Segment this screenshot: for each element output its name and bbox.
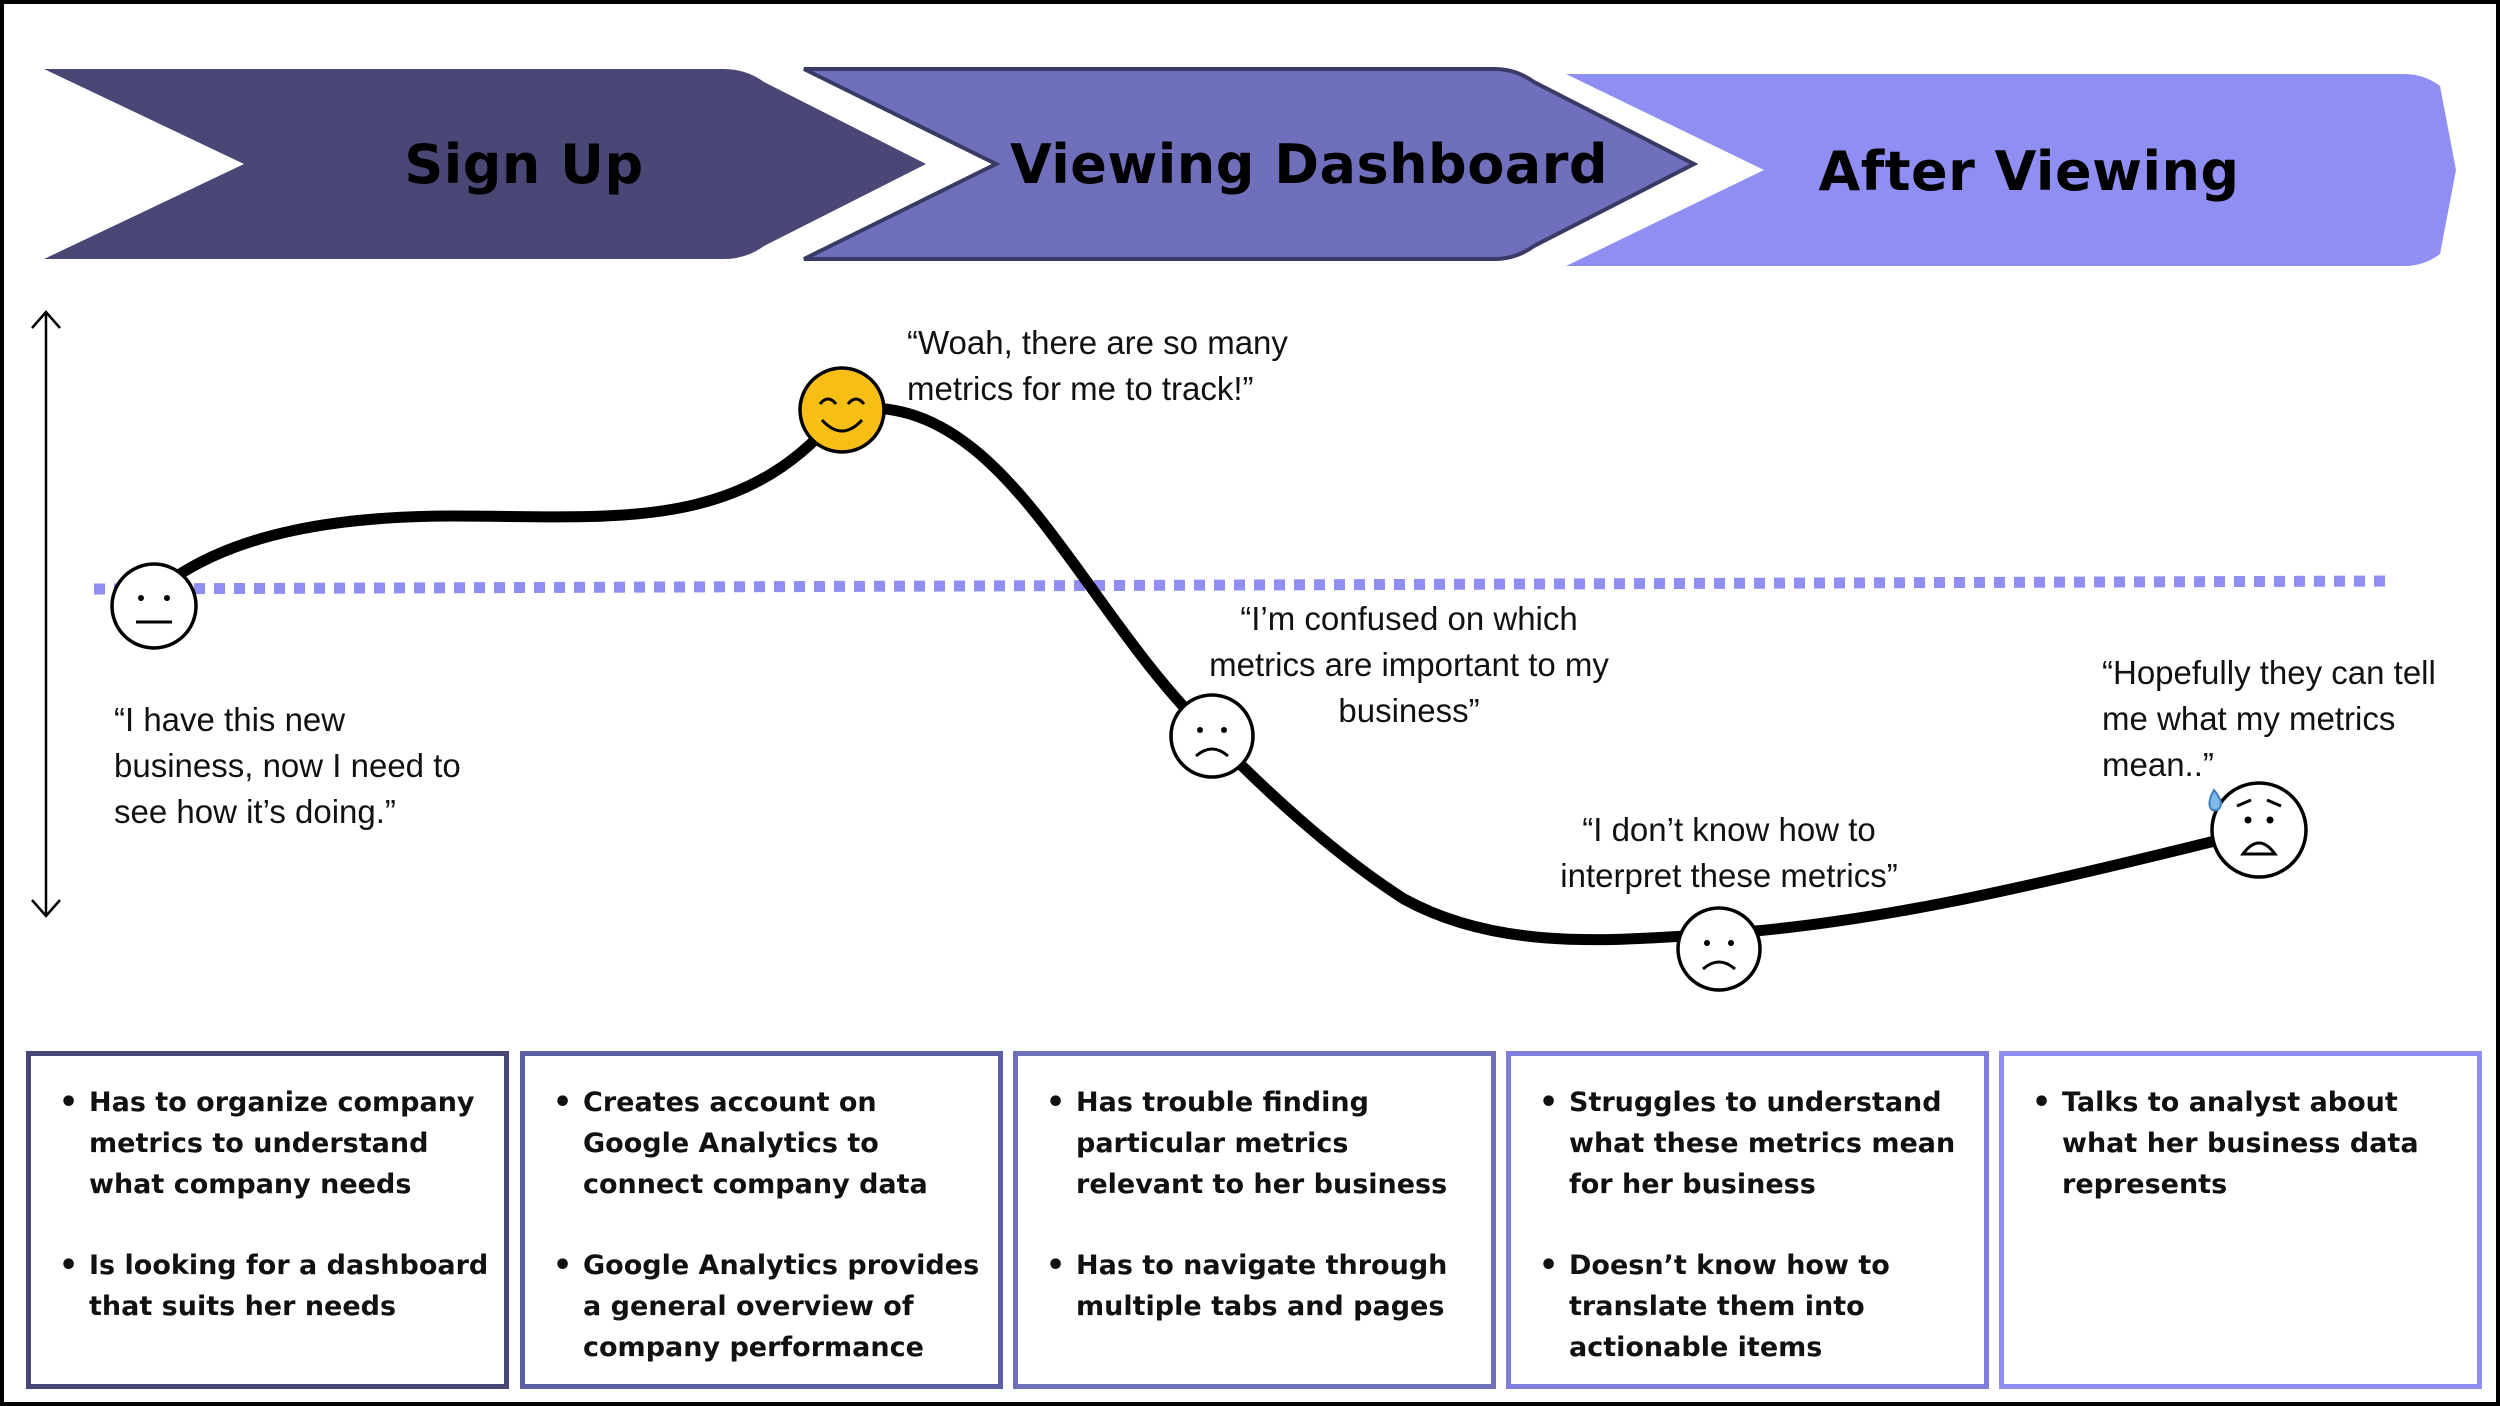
stage-1-arrow [44, 69, 926, 259]
detail-card-google-analytics: Creates account on Google Analytics to c… [520, 1051, 1003, 1389]
list-item: Struggles to understand what these metri… [1539, 1082, 1974, 1205]
list-item: Talks to analyst about what her business… [2032, 1082, 2467, 1205]
quote-interpret: “I don’t know how to interpret these met… [1560, 811, 1898, 894]
sad-face-icon [1676, 906, 1762, 992]
stage-3-arrow [1566, 74, 2456, 266]
detail-card-understanding: Struggles to understand what these metri… [1506, 1051, 1989, 1389]
quote-hopeful: “Hopefully they can tell me what my metr… [2102, 654, 2436, 783]
stage-banners [44, 67, 2456, 266]
detail-list: Has to organize company metrics to under… [45, 1082, 494, 1327]
list-item: Is looking for a dashboard that suits he… [59, 1245, 494, 1327]
detail-list: Creates account on Google Analytics to c… [539, 1082, 988, 1368]
detail-card-finding-metrics: Has trouble finding particular metrics r… [1013, 1051, 1496, 1389]
axis-arrow-down-icon [31, 899, 61, 918]
quote-excited: “Woah, there are so many metrics for me … [907, 324, 1288, 407]
list-item: Has to organize company metrics to under… [59, 1082, 494, 1205]
list-item: Doesn’t know how to translate them into … [1539, 1245, 1974, 1368]
detail-list: Talks to analyst about what her business… [2018, 1082, 2467, 1205]
neutral-face-icon [110, 562, 198, 650]
stage-2-arrow [803, 67, 1699, 261]
list-item: Has trouble finding particular metrics r… [1046, 1082, 1481, 1205]
list-item: Creates account on Google Analytics to c… [553, 1082, 988, 1205]
quote-confused: “I’m confused on which metrics are impor… [1209, 600, 1609, 729]
neutral-baseline [93, 575, 2395, 595]
sad-face-icon [1169, 693, 1255, 779]
detail-list: Has trouble finding particular metrics r… [1032, 1082, 1481, 1327]
axis-arrow-up-icon [31, 310, 61, 329]
emotion-chart [31, 310, 2395, 992]
emotion-curve [168, 402, 2265, 946]
detail-card-sign-up: Has to organize company metrics to under… [26, 1051, 509, 1389]
stage-label-sign-up: Sign Up [404, 132, 644, 196]
stage-label-viewing-dashboard: Viewing Dashboard [1009, 132, 1609, 196]
stage-label-after-viewing: After Viewing [1818, 139, 2240, 203]
detail-card-analyst: Talks to analyst about what her business… [1999, 1051, 2482, 1389]
detail-list: Struggles to understand what these metri… [1525, 1082, 1974, 1368]
list-item: Google Analytics provides a general over… [553, 1245, 988, 1368]
worried-sweat-face-icon [2208, 781, 2308, 879]
list-item: Has to navigate through multiple tabs an… [1046, 1245, 1481, 1327]
quote-sign-up: “I have this new business, now I need to… [114, 701, 461, 830]
happy-face-icon [798, 366, 886, 454]
